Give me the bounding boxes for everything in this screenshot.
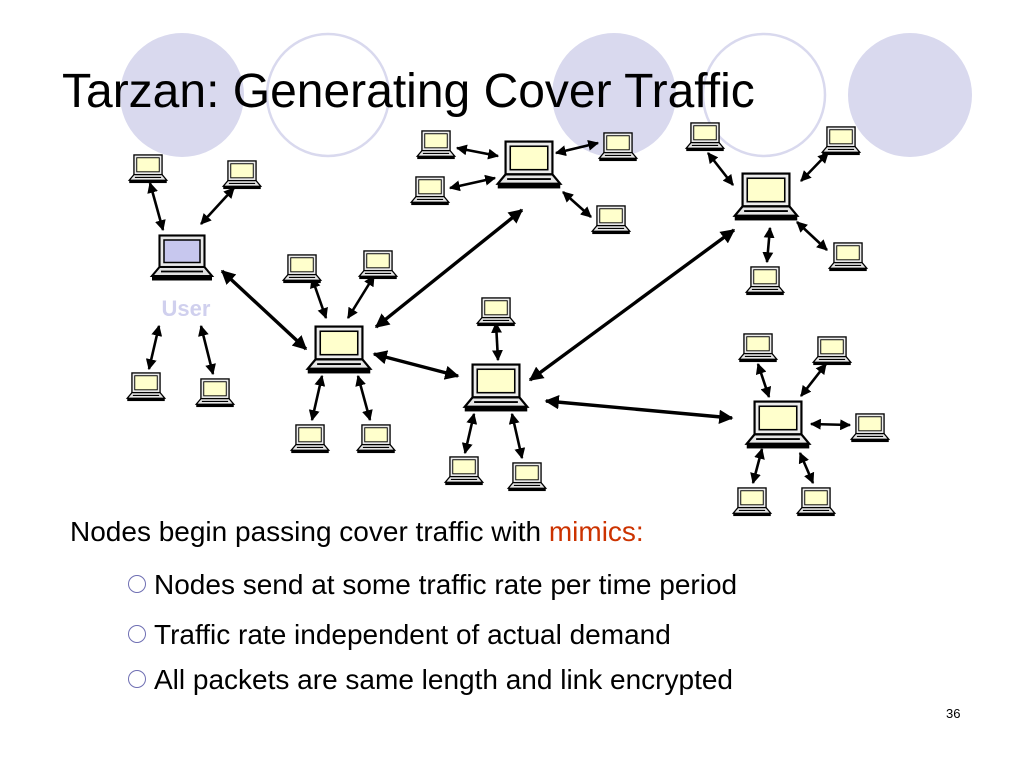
bullet-item: All packets are same length and link enc… [124,663,737,696]
link-arrow [755,362,772,399]
laptop-icon [463,363,529,413]
laptop-icon [416,130,456,160]
laptop-icon [476,297,516,327]
link-arrow [455,144,500,160]
user-laptop-icon [150,234,214,282]
laptop-icon [745,400,811,450]
bullet-circle-icon [128,575,146,593]
laptop-icon [850,413,890,443]
laptop-icon [821,126,861,156]
laptop-icon [410,176,450,206]
laptop-icon [290,424,330,454]
link-arrow [799,363,828,397]
laptop-icon [745,266,785,296]
decor-circle-outline [265,32,391,158]
decor-circle-filled [120,33,244,157]
mimics-highlight: mimics: [548,516,644,547]
laptop-icon [356,424,396,454]
link-arrow [220,269,308,351]
laptop-icon [733,172,799,222]
link-arrow [355,374,373,422]
link-arrow [448,174,497,192]
laptop-icon [306,325,372,375]
link-arrow [800,152,829,182]
laptop-icon [358,250,398,280]
slide-number: 36 [946,706,961,721]
decor-circle-filled [848,33,972,157]
link-arrow [200,187,235,225]
laptop-icon [126,372,166,402]
laptop-icon [796,487,836,517]
link-arrow [372,350,460,380]
laptop-icon [195,378,235,408]
link-arrow [796,221,828,251]
laptop-icon [812,336,852,366]
bullet-item: Nodes send at some traffic rate per time… [124,568,737,601]
lead-text-main: Nodes begin passing cover traffic with [70,516,549,547]
laptop-icon [282,254,322,284]
laptop-icon [685,122,725,152]
bullet-circle-icon [128,625,146,643]
laptop-icon [598,132,638,162]
bullet-list: Nodes send at some traffic rate per time… [124,568,737,696]
link-arrow [308,374,326,422]
laptop-icon [738,333,778,363]
bullet-text: Nodes send at some traffic rate per time… [154,569,738,600]
link-arrow [147,181,166,232]
link-arrow [798,451,815,485]
link-arrow [528,228,736,382]
link-arrow [706,152,735,186]
link-arrow [809,418,852,431]
link-arrow [145,324,163,371]
laptop-icon [496,140,562,190]
link-arrow [562,191,592,218]
link-arrow [346,275,376,319]
link-arrow [491,321,503,362]
link-arrow [374,208,524,329]
link-arrow [554,139,600,157]
bullet-item: Traffic rate independent of actual deman… [124,618,737,651]
slide-title: Tarzan: Generating Cover Traffic [62,65,755,118]
link-arrow [750,447,765,485]
user-label: User [162,296,211,321]
laptop-icon [444,456,484,486]
decor-circle-filled [552,33,676,157]
laptop-icon [732,487,772,517]
link-arrow [544,395,734,424]
lead-text: Nodes begin passing cover traffic with m… [70,516,644,548]
link-arrow [762,226,775,264]
laptop-icon [222,160,262,190]
bullet-text: Traffic rate independent of actual deman… [154,619,671,650]
laptop-icon [591,205,631,235]
links [145,139,852,485]
bullet-text: All packets are same length and link enc… [154,664,733,695]
laptop-icon [507,462,547,492]
link-arrow [461,412,478,455]
bullet-circle-icon [128,670,146,688]
decor-circle-outline [701,32,827,158]
laptop-icon [828,242,868,272]
link-arrow [198,324,216,376]
link-arrow [310,276,328,320]
link-arrow [508,412,526,460]
laptop-icon [128,154,168,184]
